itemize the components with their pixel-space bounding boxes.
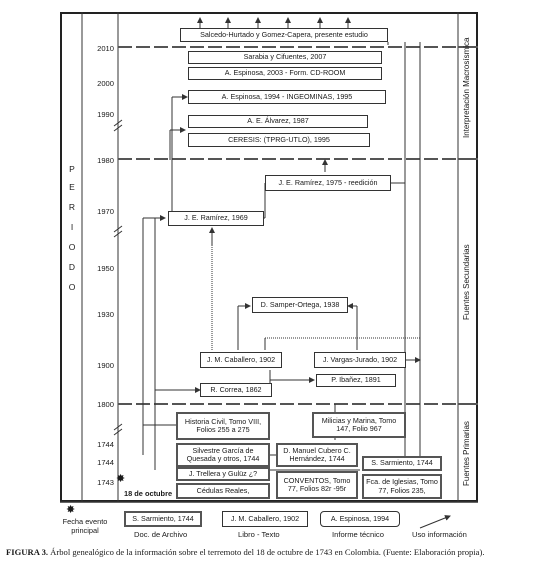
year-label: 2000 [97, 79, 114, 88]
box-vargas: J. Vargas-Jurado, 1902 [314, 352, 406, 368]
periodo-letter: O [68, 282, 76, 292]
periodo-letter: O [68, 242, 76, 252]
box-cubero: D. Manuel Cubero C. Hernández, 1744 [276, 443, 358, 467]
box-samper: D. Samper-Ortega, 1938 [252, 297, 348, 313]
box-ramirez-1969: J. E. Ramírez, 1969 [168, 211, 264, 226]
caption-label: FIGURA 3. [6, 547, 49, 557]
periodo-letter: I [70, 222, 74, 232]
year-label: 1980 [97, 156, 114, 165]
box-espinosa-1994: A. Espinosa, 1994 - INGEOMINAS, 1995 [188, 90, 386, 104]
box-correa: R. Correa, 1862 [200, 383, 272, 397]
legend-doc-box: S. Sarmiento, 1744 [124, 511, 202, 527]
legend-doc-label: Doc. de Archivo [134, 530, 188, 539]
box-ramirez-1975: J. E. Ramírez, 1975 - reedición [265, 175, 391, 191]
year-label: 1900 [97, 361, 114, 370]
box-ceresis: CERESIS: (TPRG-UTLO), 1995 [188, 133, 370, 147]
legend-star-icon: ✸ [66, 504, 76, 516]
legend-uso-label: Uso información [412, 530, 467, 539]
diagram-frame [60, 12, 478, 502]
year-label: 1743 [97, 478, 114, 487]
box-sarmiento: S. Sarmiento, 1744 [362, 456, 442, 471]
periodo-letter: D [68, 262, 76, 272]
side-label-interpretacion: Interpretación Macrosísmica [462, 37, 471, 138]
event-star-icon: ✸ [116, 473, 126, 485]
legend-informe-box: A. Espinosa, 1994 [320, 511, 400, 527]
event-date-label: 18 de octubre [124, 489, 173, 498]
periodo-letter: R [68, 202, 76, 212]
box-ibanez: P. Ibañez, 1891 [316, 374, 396, 387]
periodo-letter: P [69, 164, 75, 174]
legend-libro-label: Libro - Texto [238, 530, 280, 539]
year-label: 1990 [97, 110, 114, 119]
box-historia-civil: Historia Civil, Tomo VIII, Folios 255 a … [176, 412, 270, 440]
box-conventos: CONVENTOS, Tomo 77, Folios 82r -95r [276, 471, 358, 499]
year-label: 2010 [97, 44, 114, 53]
box-trellera: J. Trellera y Gulüz ¿? [176, 467, 270, 481]
box-alvarez: A. E. Álvarez, 1987 [188, 115, 368, 128]
box-cedulas: Cédulas Reales, [176, 483, 270, 499]
box-iglesias: Fca. de Iglesias, Tomo 77, Folios 235, [362, 474, 442, 499]
side-label-primarias: Fuentes Primarias [462, 421, 471, 487]
year-label: 1800 [97, 400, 114, 409]
year-label: 1950 [97, 264, 114, 273]
box-espinosa-2003: A. Espinosa, 2003 - Form. CD-ROOM [188, 67, 382, 80]
box-salcedo: Salcedo-Hurtado y Gomez-Capera, presente… [180, 28, 388, 42]
figure-caption: FIGURA 3. Árbol genealógico de la inform… [6, 547, 536, 558]
box-milicias: Milicias y Marina, Tomo 147, Folio 967 [312, 412, 406, 438]
box-caballero: J. M. Caballero, 1902 [200, 352, 282, 368]
year-label: 1744 [97, 458, 114, 467]
legend-fecha-label: Fecha evento principal [62, 517, 108, 535]
caption-text: Árbol genealógico de la información sobr… [48, 547, 485, 557]
year-label: 1744 [97, 440, 114, 449]
box-silvestre: Silvestre García de Quesada y otros, 174… [176, 443, 270, 467]
legend-informe-label: Informe técnico [332, 530, 384, 539]
box-sarabia: Sarabia y Cifuentes, 2007 [188, 51, 382, 64]
legend-libro-box: J. M. Caballero, 1902 [222, 511, 308, 527]
side-label-secundarias: Fuentes Secundarias [462, 244, 471, 321]
year-label: 1930 [97, 310, 114, 319]
year-label: 1970 [97, 207, 114, 216]
periodo-letter: E [69, 182, 75, 192]
